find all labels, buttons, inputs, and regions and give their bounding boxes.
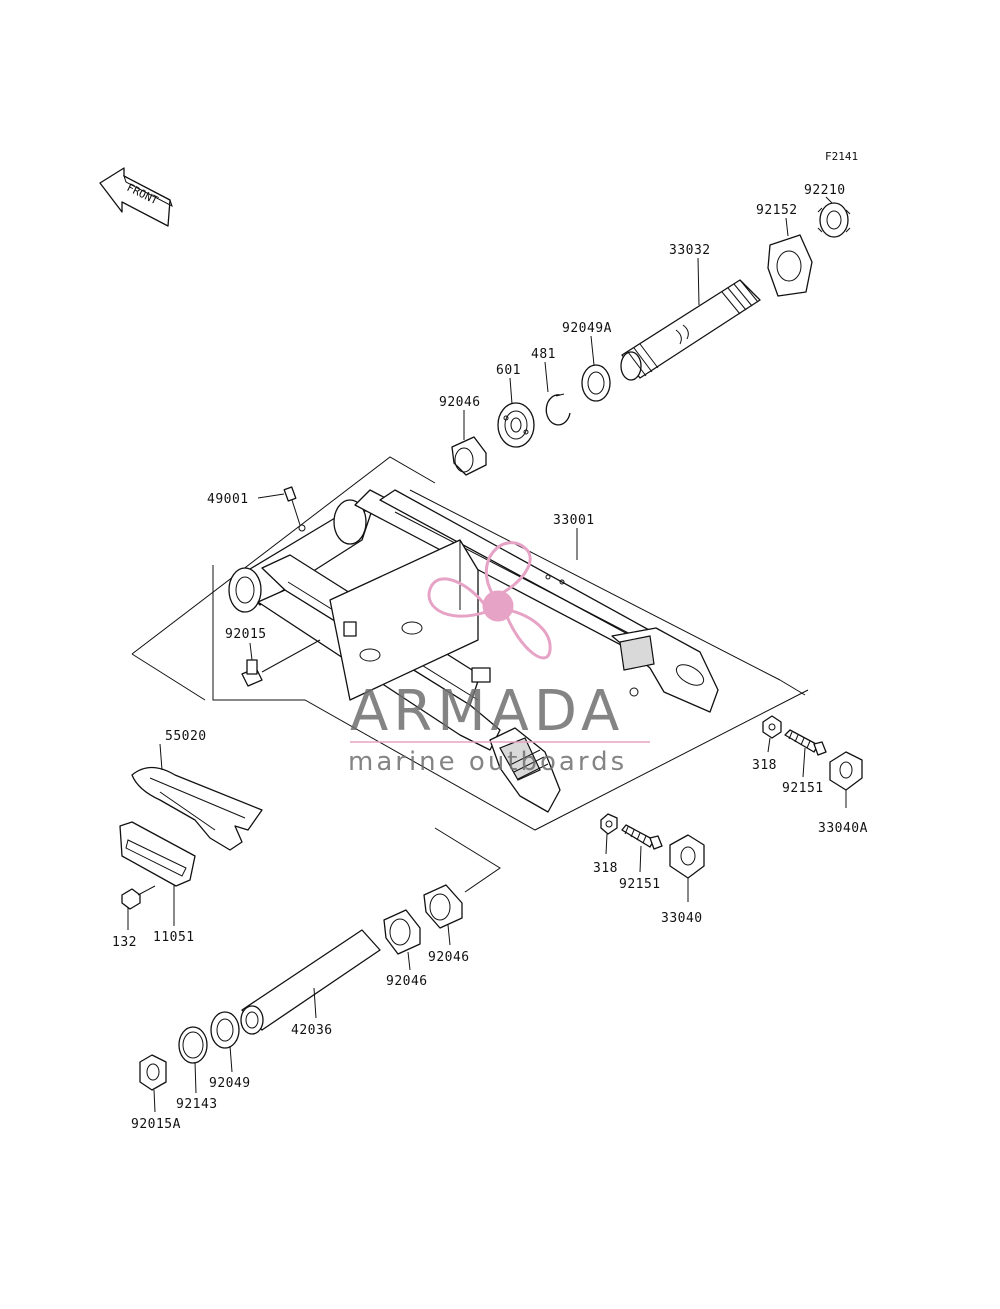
pivot-shaft-33032 <box>620 279 761 381</box>
part-label: 318 <box>593 861 618 876</box>
bolt-132 <box>121 885 156 910</box>
part-label: 92046 <box>439 395 481 410</box>
lock-nut-92210 <box>817 202 851 238</box>
swingarm-33001 <box>131 456 809 831</box>
oil-seal-92049 <box>210 1011 240 1049</box>
nut-318-right <box>762 715 782 739</box>
part-label: 92151 <box>619 877 661 892</box>
part-label: 132 <box>112 935 137 950</box>
part-label: 92015 <box>225 627 267 642</box>
needle-bearing-92046-mid-left <box>383 909 421 955</box>
part-label: 49001 <box>207 492 249 507</box>
part-label: 92015A <box>131 1117 181 1132</box>
chain-cover-55020 <box>131 766 263 851</box>
part-label: 92210 <box>804 183 846 198</box>
figure-code: F2141 <box>825 150 858 163</box>
part-label: 55020 <box>165 729 207 744</box>
collar-92152 <box>767 234 813 297</box>
pivot-sleeve-42036 <box>240 929 381 1035</box>
part-label: 318 <box>752 758 777 773</box>
nut-92015A <box>139 1054 167 1091</box>
part-label: 92152 <box>756 203 798 218</box>
part-label: 92151 <box>782 781 824 796</box>
chain-adjuster-33040A <box>829 751 863 791</box>
front-arrow-icon: FRONT <box>99 167 173 227</box>
part-label: 11051 <box>153 930 195 945</box>
part-label: 42036 <box>291 1023 333 1038</box>
adjuster-bolt-92151-middle <box>621 824 663 850</box>
bolt-92015 <box>241 639 321 687</box>
part-label: 33032 <box>669 243 711 258</box>
grease-nipple-49001 <box>283 486 306 532</box>
collar-92143 <box>178 1026 208 1064</box>
part-label: 92049 <box>209 1076 251 1091</box>
ball-bearing-601 <box>497 402 535 448</box>
chain-adjuster-33040 <box>669 834 705 879</box>
oil-seal-92049A <box>581 364 611 402</box>
part-label: 33040 <box>661 911 703 926</box>
part-label: 33040A <box>818 821 868 836</box>
circlip-481 <box>545 393 571 426</box>
part-label: 92046 <box>428 950 470 965</box>
needle-bearing-92046-mid-right <box>423 884 463 929</box>
chain-guide-11051 <box>119 821 196 887</box>
part-label: 33001 <box>553 513 595 528</box>
watermark-name: ARMADA <box>350 679 624 744</box>
part-label: 92046 <box>386 974 428 989</box>
watermark-tagline: marine outboards <box>348 747 627 777</box>
needle-bearing-92046-top <box>451 436 487 476</box>
propeller-logo-icon <box>427 541 552 660</box>
adjuster-bolt-92151-right <box>784 729 827 756</box>
nut-318-middle <box>600 813 618 835</box>
part-label: 92049A <box>562 321 612 336</box>
armada-watermark: ARMADA marine outboards <box>348 541 650 777</box>
part-label: 601 <box>496 363 521 378</box>
part-label: 92143 <box>176 1097 218 1112</box>
part-label: 481 <box>531 347 556 362</box>
